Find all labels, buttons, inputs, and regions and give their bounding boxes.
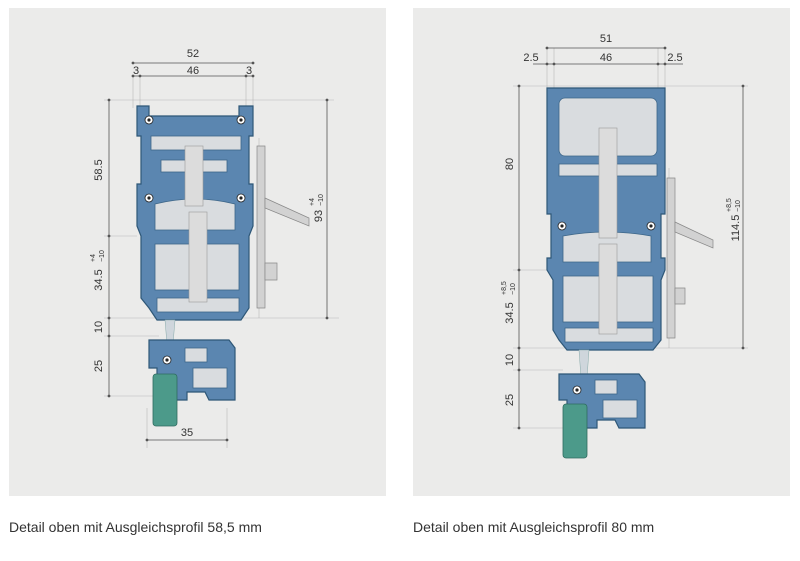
detail-drawing-right: 51 2.5 46 2.5 80 34.5 +8,5 −10 10 25 114… xyxy=(413,8,790,496)
left-side-block xyxy=(264,262,278,281)
left-dim-58-5: 58.5 xyxy=(93,159,105,180)
right-side-fitting xyxy=(674,221,714,249)
left-dim-top-right: 3 xyxy=(246,65,252,77)
detail-drawing-left: 52 3 46 3 58.5 34.5 +4 −10 10 25 93 +4 −… xyxy=(9,8,386,496)
right-dim-34-5-sub: −10 xyxy=(510,283,517,295)
left-dim-top-left: 3 xyxy=(133,65,139,77)
right-dim-34-5-sup: +8,5 xyxy=(501,281,508,295)
right-dim-114-5-sup: +8,5 xyxy=(726,198,733,212)
left-side-gasket xyxy=(256,145,266,309)
left-seals xyxy=(144,115,246,203)
right-section-drawing: 51 2.5 46 2.5 80 34.5 +8,5 −10 10 25 114… xyxy=(501,33,748,459)
right-dimension-ticks xyxy=(517,46,745,430)
left-dimension-ticks xyxy=(107,61,329,442)
left-dim-34-5: 34.5 xyxy=(93,269,105,290)
right-dim-top-left: 2.5 xyxy=(523,52,538,64)
left-glass-pane xyxy=(152,373,178,427)
left-dim-34-5-sub: −10 xyxy=(99,250,106,262)
left-section-drawing: 52 3 46 3 58.5 34.5 +4 −10 10 25 93 +4 −… xyxy=(90,48,339,448)
left-dim-93-sup: +4 xyxy=(309,198,316,206)
left-dim-25: 25 xyxy=(93,360,105,372)
right-side-gasket xyxy=(666,177,676,339)
right-glass-pane xyxy=(562,403,588,459)
caption-right: Detail oben mit Ausgleichsprofil 80 mm xyxy=(413,519,655,535)
left-dim-93-sub: −10 xyxy=(318,194,325,206)
right-frame-profile xyxy=(546,87,666,351)
caption-left: Detail oben mit Ausgleichsprofil 58,5 mm xyxy=(9,519,262,535)
left-dim-top-mid: 46 xyxy=(187,65,199,77)
right-dim-114-5: 114.5 xyxy=(730,215,742,242)
right-dim-80: 80 xyxy=(504,158,516,170)
right-dim-25: 25 xyxy=(504,394,516,406)
left-frame-profile xyxy=(136,105,254,321)
right-dim-top-total: 51 xyxy=(600,33,612,45)
right-dim-10: 10 xyxy=(504,354,516,366)
right-dim-34-5: 34.5 xyxy=(504,302,516,323)
right-dim-114-5-group: 114.5 +8,5 −10 xyxy=(726,198,742,241)
left-dim-top-total: 52 xyxy=(187,48,199,60)
left-dim-93: 93 xyxy=(313,210,325,222)
left-dim-93-group: 93 +4 −10 xyxy=(309,194,325,222)
left-dim-34-5-sup: +4 xyxy=(90,254,97,262)
right-dim-114-5-sub: −10 xyxy=(735,200,742,212)
left-side-fitting xyxy=(264,197,310,227)
right-dim-34-5-group: 34.5 +8,5 −10 xyxy=(501,281,517,324)
left-dim-34-5-group: 34.5 +4 −10 xyxy=(90,250,106,291)
left-dim-bottom-35: 35 xyxy=(181,427,193,439)
left-dim-10: 10 xyxy=(93,321,105,333)
right-dim-top-mid: 46 xyxy=(600,52,612,64)
right-seals xyxy=(557,221,656,231)
right-dim-top-right: 2.5 xyxy=(667,52,682,64)
left-dimension-lines xyxy=(108,62,328,441)
right-side-block xyxy=(674,287,686,305)
